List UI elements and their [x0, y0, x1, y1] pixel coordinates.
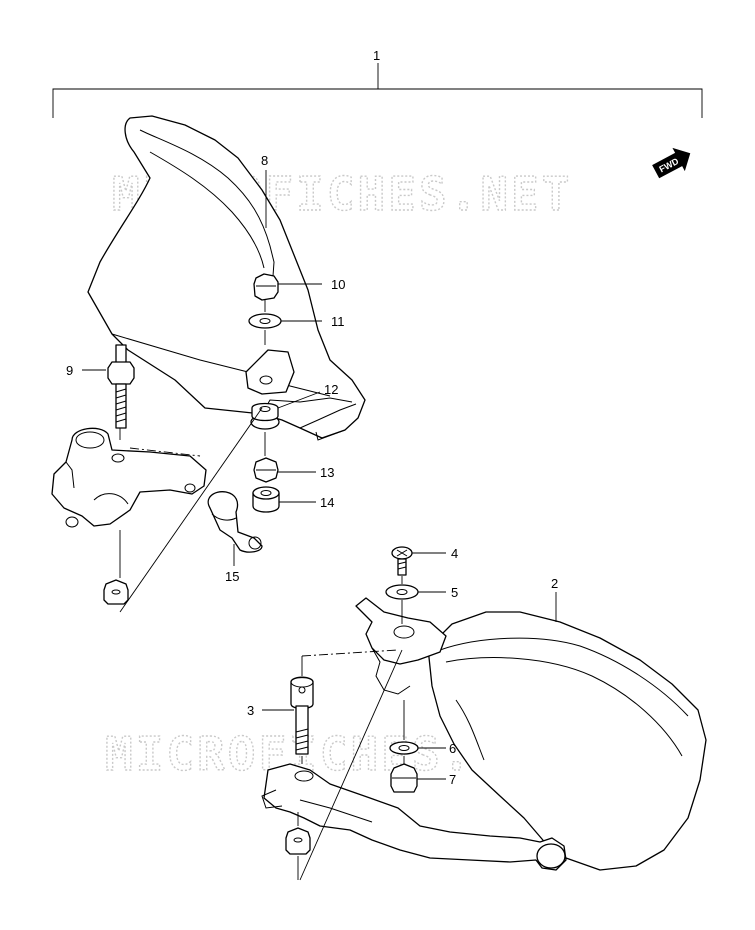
part-12-collar [250, 402, 280, 430]
callout-11: 11 [331, 314, 345, 329]
part-8-mounting-tab [245, 349, 295, 395]
part-4-screw [391, 546, 413, 576]
callout-4: 4 [451, 546, 458, 561]
part-6-washer [389, 741, 419, 755]
part-3-bolt [290, 676, 314, 755]
callout-7: 7 [449, 772, 456, 787]
callout-5: 5 [451, 585, 458, 600]
callout-8: 8 [261, 153, 268, 168]
part-2-hand-guard-lower [427, 611, 707, 871]
callout-9: 9 [66, 363, 73, 378]
assembly-bracket [52, 63, 703, 118]
callout-15: 15 [225, 569, 239, 584]
callout-leaders [82, 170, 557, 780]
upper-alignment-lines [119, 300, 266, 613]
callout-2: 2 [551, 576, 558, 591]
callout-6: 6 [449, 741, 456, 756]
callout-14: 14 [320, 495, 334, 510]
part-clamp-nut [103, 579, 129, 605]
callout-13: 13 [320, 465, 334, 480]
part-13-nut [253, 457, 279, 483]
part-5-washer [385, 584, 419, 600]
part-2-mounting-plate [355, 597, 447, 695]
part-14-spacer [252, 486, 280, 513]
part-lower-clamp-nut [285, 827, 311, 855]
part-10-cap-nut [253, 273, 279, 301]
callout-10: 10 [331, 277, 345, 292]
part-9-stud-bolt [107, 344, 135, 429]
callout-3: 3 [247, 703, 254, 718]
part-11-washer [248, 313, 282, 329]
fwd-arrow-icon: FWD [652, 147, 691, 179]
part-15-end-cap [207, 491, 263, 553]
callout-12: 12 [324, 382, 338, 397]
part-7-nut [390, 763, 418, 793]
lower-alignment-lines [297, 576, 405, 881]
callout-1: 1 [373, 48, 380, 63]
handlebar-clamp-upper [51, 427, 207, 528]
